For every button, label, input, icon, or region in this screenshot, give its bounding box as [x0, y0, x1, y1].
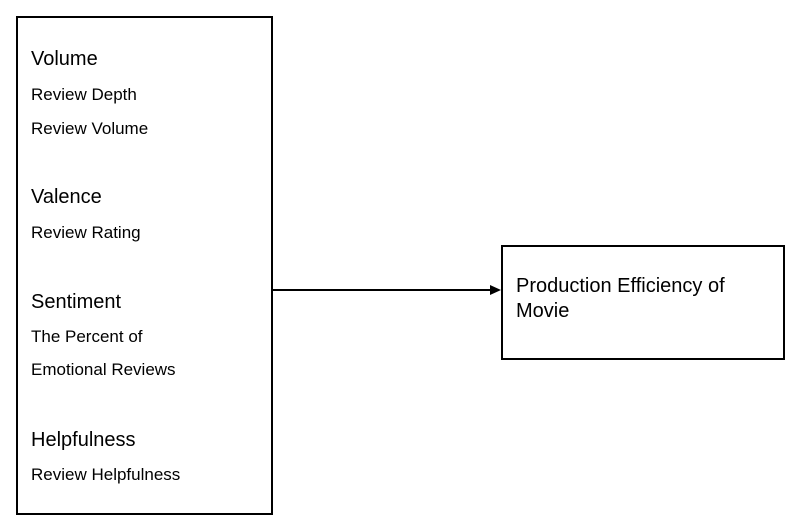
predictors-box: Volume Review Depth Review Volume Valenc… [16, 16, 273, 515]
item-review-helpfulness: Review Helpfulness [31, 465, 181, 484]
item-emotional-reviews: Emotional Reviews [31, 360, 176, 379]
item-review-rating: Review Rating [31, 223, 141, 242]
group-title-valence: Valence [31, 186, 102, 208]
group-title-volume: Volume [31, 48, 98, 70]
group-title-sentiment: Sentiment [31, 291, 122, 313]
item-percent-of: The Percent of [31, 327, 143, 346]
item-review-volume: Review Volume [31, 119, 149, 138]
outcome-box: Production Efficiency of Movie [501, 245, 785, 360]
arrow-head [490, 285, 501, 295]
outcome-label: Production Efficiency of Movie [516, 275, 725, 322]
item-review-depth: Review Depth [31, 85, 137, 104]
group-title-helpfulness: Helpfulness [31, 429, 136, 451]
